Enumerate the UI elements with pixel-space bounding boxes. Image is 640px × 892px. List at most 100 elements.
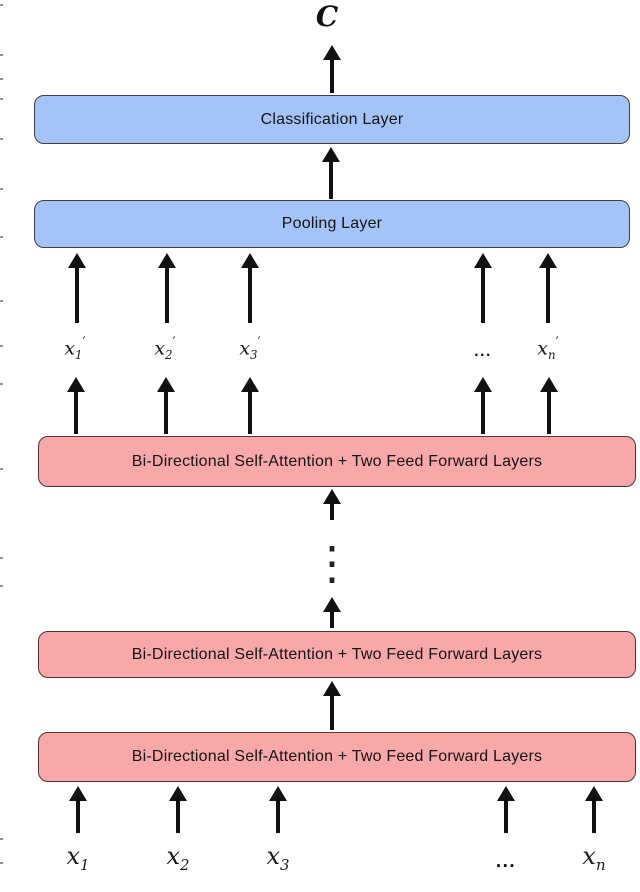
token-base: x — [582, 842, 596, 870]
arrow-shaft — [481, 268, 485, 323]
arrowhead-icon — [158, 253, 176, 268]
arrow-shaft — [330, 612, 334, 628]
input-token-label: x3 — [266, 844, 289, 873]
arrowhead-icon — [322, 147, 340, 162]
arrowhead-icon — [157, 377, 175, 392]
output-class-label: C — [315, 0, 339, 33]
up-arrow-hidden-to-pooling — [241, 253, 259, 323]
up-arrow-encoder-to-hidden — [67, 377, 85, 434]
up-arrow-input-to-encoder — [269, 786, 287, 833]
hidden-token-label: x1′ — [64, 336, 85, 363]
arrowhead-icon — [539, 253, 557, 268]
arrowhead-icon — [323, 489, 341, 504]
arrow-shaft — [75, 268, 79, 323]
arrowhead-icon — [585, 786, 603, 801]
up-arrow-input-to-encoder — [585, 786, 603, 833]
encoder-layer-box-bottom: Bi-Directional Self-Attention + Two Feed… — [38, 732, 636, 782]
encoder-layer-label: Bi-Directional Self-Attention + Two Feed… — [131, 748, 543, 765]
arrow-shaft — [165, 268, 169, 323]
input-token-label: x2 — [166, 844, 189, 873]
arrow-shaft — [176, 801, 180, 833]
arrow-shaft — [546, 268, 550, 323]
up-arrow-input-to-encoder — [169, 786, 187, 833]
arrow-shaft — [164, 392, 168, 434]
input-token-label: x1 — [66, 844, 89, 873]
up-arrow-encoder-to-hidden — [540, 377, 558, 434]
up-arrow-encoder-to-hidden — [241, 377, 259, 434]
hidden-token-ellipsis: ... — [474, 343, 492, 360]
up-arrow-pooling-to-classification — [322, 147, 340, 199]
input-token-ellipsis: ... — [495, 851, 517, 872]
page-margin-artifact — [0, 345, 3, 347]
arrowhead-icon — [323, 597, 341, 612]
arrowhead-icon — [169, 786, 187, 801]
arrow-shaft — [330, 696, 334, 730]
pooling-layer-label: Pooling Layer — [281, 215, 383, 232]
token-subscript: 1 — [75, 348, 83, 363]
arrowhead-icon — [474, 253, 492, 268]
arrow-shaft — [330, 60, 334, 93]
arrowhead-icon — [474, 377, 492, 392]
up-arrow-hidden-to-pooling — [474, 253, 492, 323]
arrow-shaft — [504, 801, 508, 833]
hidden-token-label: x2′ — [154, 335, 176, 363]
page-margin-artifact — [0, 98, 3, 100]
arrowhead-icon — [540, 377, 558, 392]
up-arrow-stack — [323, 597, 341, 628]
arrow-shaft — [248, 392, 252, 434]
up-arrow-stack — [323, 681, 341, 730]
up-arrow-input-to-encoder — [497, 786, 515, 833]
arrowhead-icon — [241, 377, 259, 392]
arrow-shaft — [592, 801, 596, 833]
page-margin-artifact — [0, 236, 3, 238]
up-arrow-to-output — [323, 45, 341, 93]
arrowhead-icon — [69, 786, 87, 801]
page-margin-artifact — [0, 557, 3, 559]
up-arrow-stack — [323, 489, 341, 520]
token-subscript: 3 — [280, 855, 290, 874]
token-base: x — [166, 842, 181, 870]
arrow-shaft — [329, 162, 333, 199]
arrow-shaft — [481, 392, 485, 434]
pooling-layer-box: Pooling Layer — [34, 200, 630, 248]
arrow-shaft — [547, 392, 551, 434]
token-base: x — [239, 337, 251, 360]
token-subscript: 2 — [165, 348, 173, 363]
token-base: x — [537, 337, 549, 360]
token-subscript: 1 — [80, 855, 90, 874]
page-margin-artifact — [0, 300, 3, 302]
token-base: x — [64, 337, 76, 360]
arrowhead-icon — [323, 45, 341, 60]
page-margin-artifact — [0, 838, 3, 840]
page-margin-artifact — [0, 585, 3, 587]
up-arrow-hidden-to-pooling — [539, 253, 557, 323]
arrowhead-icon — [68, 253, 86, 268]
vertical-ellipsis: ⋮ — [309, 536, 355, 590]
encoder-layer-box-top: Bi-Directional Self-Attention + Two Feed… — [38, 436, 636, 487]
up-arrow-encoder-to-hidden — [474, 377, 492, 434]
arrowhead-icon — [67, 377, 85, 392]
up-arrow-hidden-to-pooling — [68, 253, 86, 323]
token-base: x — [154, 337, 166, 360]
page-margin-artifact — [0, 862, 3, 864]
page-margin-artifact — [0, 4, 3, 6]
page-margin-artifact — [0, 54, 3, 56]
arrow-shaft — [330, 504, 334, 520]
token-prime: ′ — [172, 335, 176, 351]
arrowhead-icon — [269, 786, 287, 801]
token-subscript: 2 — [180, 855, 190, 874]
token-base: x — [266, 842, 281, 870]
page-margin-artifact — [0, 468, 3, 470]
hidden-token-label: x3′ — [239, 335, 261, 363]
up-arrow-hidden-to-pooling — [158, 253, 176, 323]
arrow-shaft — [74, 392, 78, 434]
token-subscript: 3 — [250, 348, 258, 363]
token-prime: ′ — [257, 335, 261, 351]
token-prime: ′ — [555, 335, 559, 351]
arrowhead-icon — [241, 253, 259, 268]
arrowhead-icon — [323, 681, 341, 696]
arrowhead-icon — [497, 786, 515, 801]
page-margin-artifact — [0, 188, 3, 190]
encoder-layer-label: Bi-Directional Self-Attention + Two Feed… — [131, 452, 543, 470]
